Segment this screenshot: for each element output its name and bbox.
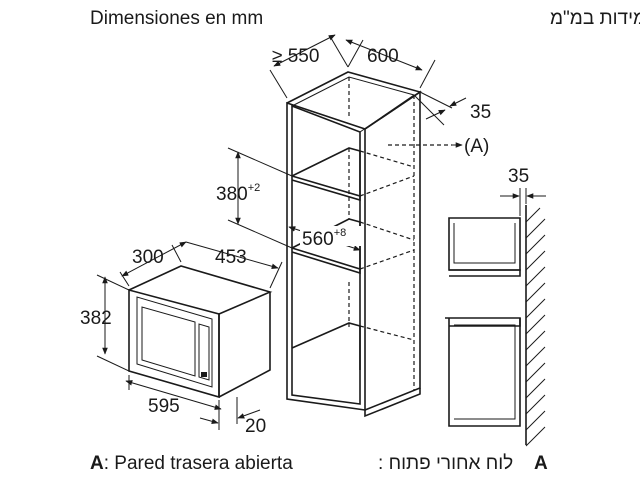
side-view-cabinet <box>445 205 546 447</box>
rear-panel-marker-label: (A) <box>464 136 489 157</box>
dim-microwave-width: 595 <box>125 375 222 418</box>
microwave-oven <box>128 265 273 399</box>
dim-niche-height: 380+2 <box>216 147 293 249</box>
title-hebrew: מידות במ"מ <box>550 8 640 29</box>
niche-height-label: 380+2 <box>216 182 260 205</box>
cabinet-depth-label: ≥ 550 <box>272 46 319 67</box>
cabinet-width-label: 600 <box>367 46 399 67</box>
side-gap-label: 35 <box>508 166 529 187</box>
rear-panel-marker: (A) <box>388 136 489 157</box>
title-spanish: Dimensiones en mm <box>90 8 263 29</box>
legend-spanish: A: Pared trasera abierta <box>90 453 293 474</box>
dim-cabinet-back-gap: 35 <box>413 91 491 126</box>
svg-text:A: A <box>534 453 548 474</box>
cabinet-back-gap-label: 35 <box>470 102 491 123</box>
legend-hebrew: : לוח אחורי פתוח A <box>378 453 548 474</box>
dim-niche-width: 560+8 <box>288 226 362 251</box>
dim-microwave-depth: 300 453 <box>119 241 283 289</box>
dim-side-gap: 35 <box>500 166 546 216</box>
microwave-width-label: 595 <box>148 396 180 417</box>
dim-microwave-front: 20 <box>199 397 266 437</box>
microwave-height-label: 382 <box>80 308 112 329</box>
niche-width-label: 560+8 <box>302 227 346 250</box>
dim-cabinet-depth: ≥ 550 <box>269 34 349 99</box>
dim-microwave-height: 382 <box>80 274 130 372</box>
tall-cabinet <box>286 71 422 418</box>
microwave-depth-label: 300 <box>132 247 164 268</box>
svg-text:A: Pared trasera abierta: A: Pared trasera abierta <box>90 453 293 474</box>
microwave-depth2-label: 453 <box>215 247 247 268</box>
dim-cabinet-width: 600 <box>345 39 436 89</box>
microwave-front-label: 20 <box>245 416 266 437</box>
svg-text:: לוח אחורי פתוח: : לוח אחורי פתוח <box>378 453 513 474</box>
